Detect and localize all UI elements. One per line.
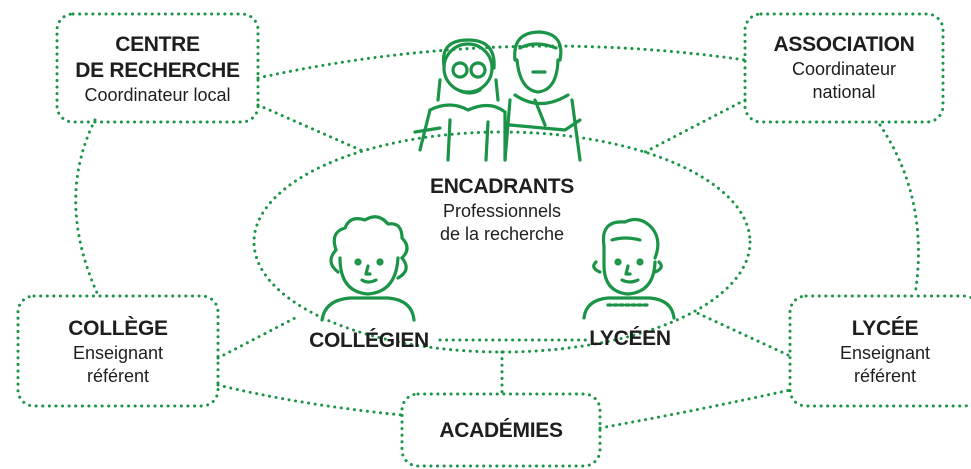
connector-lycee-lyceen xyxy=(693,310,790,357)
node-college: COLLÈGE Enseignant référent xyxy=(18,316,218,388)
box-college-border xyxy=(16,294,220,408)
centre-role: Coordinateur local xyxy=(84,85,231,105)
mentors-icon xyxy=(413,30,582,162)
lycee-role-line2: référent xyxy=(853,366,917,386)
node-academies: ACADÉMIES xyxy=(402,418,600,444)
node-lycee: LYCÉE Enseignant référent xyxy=(790,316,971,388)
college-role-line1: Enseignant xyxy=(72,343,164,363)
node-encadrants: ENCADRANTS Professionnels de la recherch… xyxy=(402,174,602,246)
lycee-role-line1: Enseignant xyxy=(839,343,931,363)
connector-centre-association xyxy=(256,44,747,80)
connector-centre-ellipse xyxy=(256,103,367,154)
collegien-title: COLLÉGIEN xyxy=(309,329,429,352)
college-role-line2: référent xyxy=(86,366,150,386)
academies-title: ACADÉMIES xyxy=(439,419,563,442)
association-role-line2: national xyxy=(812,82,876,102)
node-centre-de-recherche: CENTRE DE RECHERCHE Coordinateur local xyxy=(57,32,258,107)
centre-title-line1: CENTRE xyxy=(115,33,200,56)
association-role-line1: Coordinateur xyxy=(791,59,897,79)
encadrants-title: ENCADRANTS xyxy=(429,175,574,198)
connector-college-collegien xyxy=(216,316,297,360)
lycee-title: LYCÉE xyxy=(851,317,919,340)
node-lyceen: LYCÉEN xyxy=(580,326,680,352)
connector-centre-college xyxy=(74,118,100,297)
node-association: ASSOCIATION Coordinateur national xyxy=(745,32,943,104)
box-association-border xyxy=(743,12,945,124)
box-centre-border xyxy=(55,12,260,124)
high-schooler-icon xyxy=(582,217,676,320)
box-lycee-border xyxy=(788,294,971,408)
connector-association-ellipse xyxy=(643,98,747,154)
association-title: ASSOCIATION xyxy=(773,33,915,56)
lyceen-title: LYCÉEN xyxy=(589,327,671,350)
encadrants-role-line2: de la recherche xyxy=(439,224,565,244)
node-collegien: COLLÉGIEN xyxy=(296,328,442,354)
centre-title-line2: DE RECHERCHE xyxy=(75,59,240,82)
connector-association-lycee xyxy=(878,123,920,297)
middle-schooler-icon xyxy=(320,215,416,322)
box-academies-border xyxy=(400,392,602,468)
connector-college-academies xyxy=(216,383,404,417)
connector-lycee-academies xyxy=(598,388,792,430)
college-title: COLLÈGE xyxy=(68,317,168,340)
encadrants-role-line1: Professionnels xyxy=(442,201,562,221)
